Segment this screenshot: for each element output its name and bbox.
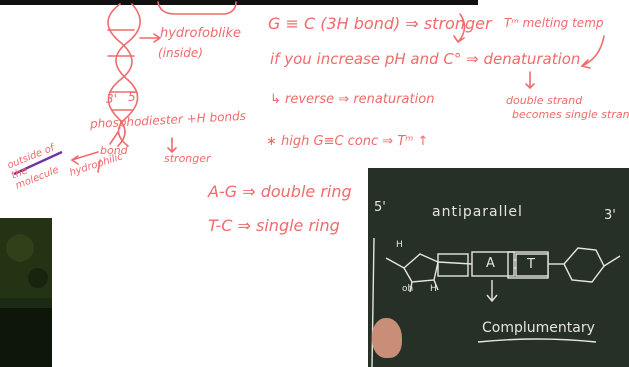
chalkboard-image: 5' antiparallel 3' A T oh H H Complument… — [368, 168, 629, 367]
note-increase-ph: if you increase pH and C° ⇒ denaturation — [270, 50, 581, 68]
bracket-stroke — [157, 1, 237, 15]
note-high-gc: ∗ high G≡C conc ⇒ Tᵐ ↑ — [266, 134, 429, 149]
board-base-t: T — [527, 257, 535, 272]
arrow-denat-down — [525, 71, 535, 90]
board-antiparallel: antiparallel — [432, 204, 523, 220]
note-single-strand: becomes single strand — [512, 108, 629, 121]
background-photo-fragment — [0, 218, 52, 367]
board-complementary: Complumentary — [482, 320, 595, 336]
arrow-to-stronger — [167, 137, 177, 154]
note-melting: Tᵐ melting temp — [504, 16, 604, 30]
purple-underline — [13, 150, 63, 176]
board-base-a: A — [486, 256, 495, 271]
board-oh: oh — [402, 284, 414, 294]
note-3prime: 3' — [106, 92, 117, 106]
arrow-stronger-down — [453, 13, 466, 44]
board-h-right: H — [430, 284, 437, 294]
board-label-5prime: 5' — [374, 200, 386, 215]
note-double-strand: double strand — [506, 94, 583, 107]
note-inside: (inside) — [158, 46, 203, 60]
note-reverse: ↳ reverse ⇒ renaturation — [270, 92, 435, 107]
note-hydrophobic: hydrofoblike — [160, 26, 242, 41]
lecturer-hand — [372, 318, 402, 358]
board-label-3prime: 3' — [604, 208, 616, 223]
board-h-left: H — [396, 240, 403, 250]
note-tc-ring: T-C ⇒ single ring — [208, 216, 340, 235]
arrow-to-bond — [109, 131, 119, 145]
note-gc-triple: G ≡ C (3H bond) ⇒ stronger — [268, 14, 492, 33]
arrow-hydrophobic — [139, 33, 162, 43]
arrow-melting — [580, 35, 605, 69]
top-dark-bar — [0, 0, 478, 5]
note-bond: bond — [100, 144, 128, 157]
note-5prime: 5' — [128, 90, 139, 104]
helix-strand-right — [115, 3, 141, 147]
arrow-left-outside — [70, 151, 99, 165]
arrow-up-hydrophilic — [97, 159, 101, 173]
note-ag-ring: A-G ⇒ double ring — [208, 182, 352, 201]
note-stronger-left: stronger — [164, 152, 211, 165]
